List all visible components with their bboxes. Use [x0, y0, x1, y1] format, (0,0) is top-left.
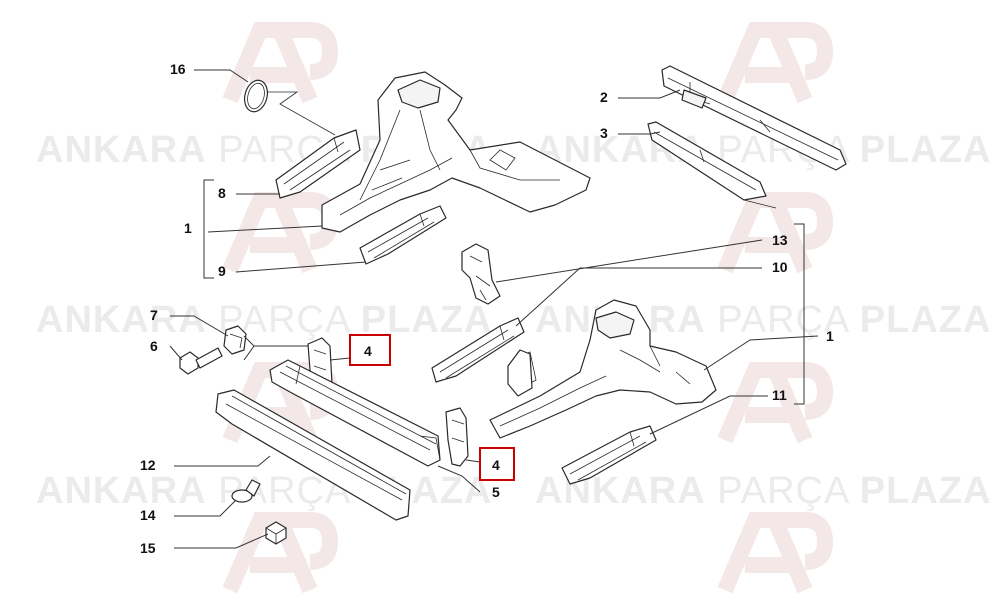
- leader-3: [618, 131, 661, 135]
- watermark-row: ANKARA PARÇA PLAZA: [36, 299, 492, 341]
- part-16-gasket-ring[interactable]: [241, 78, 271, 115]
- callout-15[interactable]: 15: [140, 540, 156, 556]
- part-14-push-pin[interactable]: [231, 479, 261, 503]
- callout-2[interactable]: 2: [600, 89, 608, 105]
- part-5-bumper-reinforcement[interactable]: [269, 359, 441, 467]
- bracket-right-group: [794, 223, 805, 405]
- leader-15: [174, 533, 269, 549]
- watermark-logo-icon: [717, 22, 834, 104]
- watermark-row: ANKARA PARÇA PLAZA: [36, 470, 492, 512]
- leader-7-to-4: [243, 335, 308, 361]
- part-2-upper-crossmember[interactable]: [661, 65, 847, 171]
- part-9-lower-rail[interactable]: [359, 205, 447, 265]
- watermark-logo-icon: [222, 192, 339, 274]
- highlight-box-4-lower: [479, 447, 515, 481]
- leader-2: [618, 89, 681, 99]
- leader-6: [169, 345, 183, 361]
- callout-13[interactable]: 13: [772, 232, 788, 248]
- leader-7: [170, 315, 229, 337]
- callout-4-upper[interactable]: 4: [364, 343, 372, 359]
- leader-lines: [169, 69, 819, 549]
- watermark-logo-icon: [222, 512, 339, 594]
- callout-16[interactable]: 16: [170, 61, 186, 77]
- group-brackets: [203, 179, 805, 405]
- part-11-rail[interactable]: [561, 425, 657, 485]
- leader-11: [649, 395, 768, 435]
- callout-9[interactable]: 9: [218, 263, 226, 279]
- callout-5[interactable]: 5: [492, 484, 500, 500]
- bracket-left-group: [203, 179, 214, 279]
- leader-1-right: [703, 335, 819, 371]
- callout-1-right[interactable]: 1: [826, 328, 834, 344]
- leader-14: [174, 499, 237, 517]
- part-13-bracket[interactable]: [461, 243, 501, 305]
- watermark-row: ANKARA PARÇA PLAZA: [535, 470, 991, 512]
- highlight-box-4-upper: [349, 334, 391, 366]
- callout-3[interactable]: 3: [600, 125, 608, 141]
- leader-13: [495, 239, 763, 283]
- part-6-bolt[interactable]: [179, 347, 223, 375]
- leader-9: [235, 261, 367, 273]
- callout-6[interactable]: 6: [150, 338, 158, 354]
- leader-10: [515, 267, 762, 327]
- part-15-nut[interactable]: [265, 521, 287, 545]
- leader-12: [174, 455, 271, 467]
- callout-labels: 16 8 1 9 7 6 4 12 14 15 5 4 2 3 13 10 1 …: [140, 61, 834, 556]
- leader-4-lower: [465, 459, 481, 463]
- callout-7[interactable]: 7: [150, 307, 158, 323]
- part-16-guide-line: [268, 91, 336, 136]
- callout-8[interactable]: 8: [218, 185, 226, 201]
- callout-12[interactable]: 12: [140, 457, 156, 473]
- part-1-front-structure-right[interactable]: [489, 299, 717, 439]
- callout-10[interactable]: 10: [772, 259, 788, 275]
- leader-16: [194, 69, 249, 83]
- part-8-rail-extension[interactable]: [275, 129, 361, 199]
- watermark-logo-icon: [717, 362, 834, 444]
- leader-5: [437, 465, 481, 493]
- part-10-rail[interactable]: [431, 317, 525, 383]
- leader-4-upper: [329, 357, 351, 361]
- part-7-clip[interactable]: [223, 325, 247, 355]
- callout-11[interactable]: 11: [772, 387, 787, 403]
- part-3-lower-crossmember[interactable]: [647, 121, 777, 209]
- part-1-front-structure-left[interactable]: [321, 71, 591, 233]
- callout-14[interactable]: 14: [140, 507, 156, 523]
- part-4-lower-bracket[interactable]: [445, 407, 469, 467]
- watermark-logo-icon: [222, 22, 339, 104]
- leader-1-left: [207, 225, 323, 233]
- watermark-logo-icon: [717, 512, 834, 594]
- watermark-logo-icon: [717, 192, 834, 274]
- part-12-bumper-beam[interactable]: [215, 389, 411, 521]
- callout-4-lower[interactable]: 4: [492, 457, 500, 473]
- callout-1-left[interactable]: 1: [184, 220, 192, 236]
